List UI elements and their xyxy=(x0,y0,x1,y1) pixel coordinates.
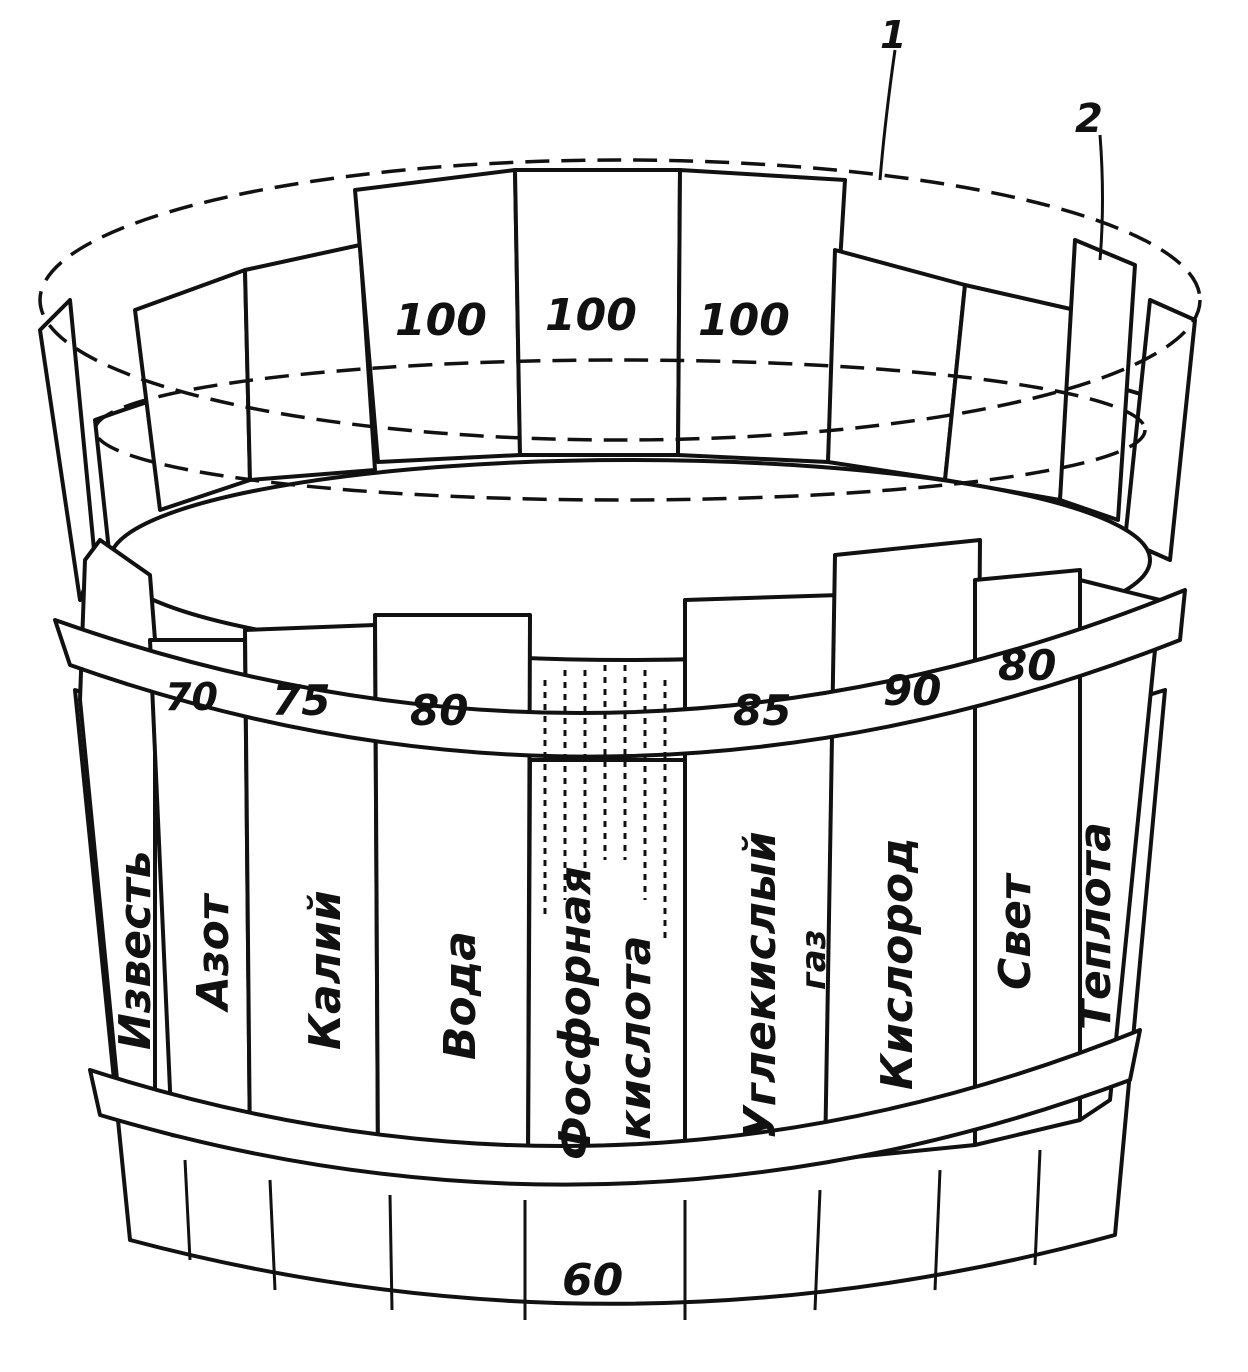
front-staves xyxy=(78,538,1162,1172)
stave-value-voda: 80 xyxy=(410,686,468,735)
stave-value-svet: 80 xyxy=(998,641,1056,690)
stave-label-teplota: Теплота xyxy=(1070,822,1121,1030)
back-stave-value: 100 xyxy=(698,295,790,346)
stave-label-phosphorus-2: кислота xyxy=(610,936,661,1140)
callout-1: 1 xyxy=(880,13,906,57)
stave-label-izvest: Известь xyxy=(110,851,161,1050)
stave-label-kislorod: Кислород xyxy=(872,837,923,1090)
back-stave-value: 100 xyxy=(395,295,487,346)
stave-label-co2-1: Углекислый xyxy=(735,831,786,1140)
stave-label-kaliy: Калий xyxy=(300,890,351,1050)
upper-hoop xyxy=(53,588,1187,759)
stave-value-phosphorus: 60 xyxy=(562,1255,623,1306)
lower-hoop xyxy=(88,1028,1142,1187)
callout-2: 2 xyxy=(1075,96,1103,142)
stave-label-azot: Азот xyxy=(188,892,239,1013)
stave-label-voda: Вода xyxy=(435,931,486,1060)
breach-hatching xyxy=(543,665,667,940)
stave-label-phosphorus-1: Фосфорная xyxy=(550,866,601,1160)
stave-value-co2: 85 xyxy=(733,686,791,735)
stave-value-azot: 70 xyxy=(165,675,218,719)
inner-dashed-ellipse xyxy=(93,358,1147,502)
potential-level-ellipse xyxy=(38,158,1202,442)
callout-2-leader xyxy=(1098,134,1104,261)
callout-1-leader xyxy=(878,49,897,181)
lower-band-stave-lines xyxy=(183,1149,1042,1320)
stave-value-kislorod: 90 xyxy=(883,666,941,715)
stave-label-co2-2: газ xyxy=(794,930,834,990)
stave-value-kaliy: 75 xyxy=(272,676,330,725)
stave-label-svet: Свет xyxy=(990,872,1041,990)
back-stave-value: 100 xyxy=(545,290,637,341)
back-staves xyxy=(38,168,1197,602)
